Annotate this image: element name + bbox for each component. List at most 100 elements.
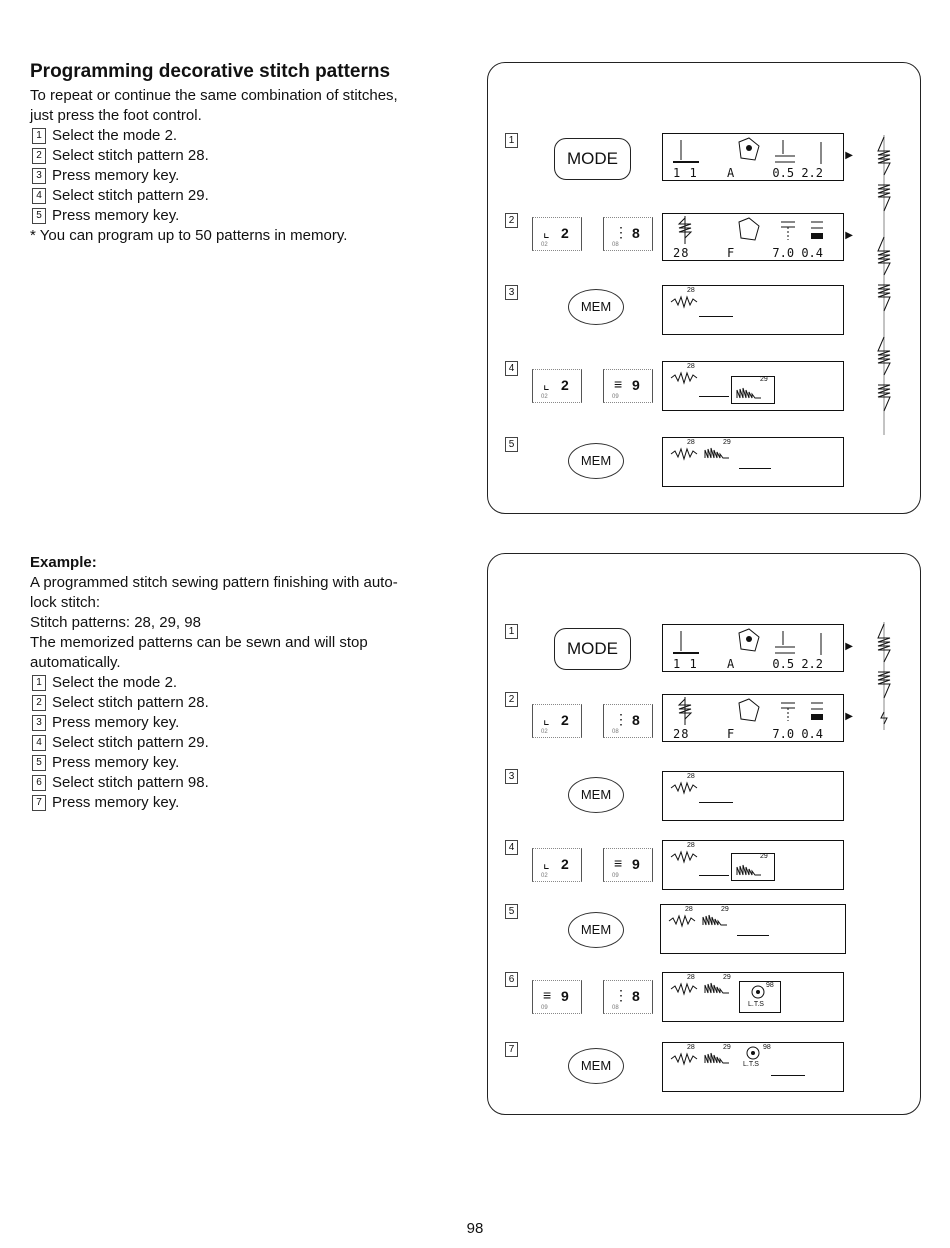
lts-label: L.T.S [748,1001,764,1008]
memory-button[interactable]: MEM [568,289,624,325]
pattern-key-9[interactable]: ≡ 9 09 [532,980,582,1014]
cursor-line [699,802,733,803]
intro-line: just press the foot control. [30,107,202,124]
key-small-label: 09 [612,873,619,879]
example-line: Stitch patterns: 28, 29, 98 [30,614,201,631]
stitch-sample-strip [877,135,891,440]
stitch-key-icon: ≡ [543,987,552,1003]
example-line: A programmed stitch sewing pattern finis… [30,574,398,591]
step-number: 4 [32,188,46,204]
stitch-key-icon: ≡ [614,376,623,392]
key-digit: 2 [561,377,569,393]
intro-line: To repeat or continue the same combinati… [30,87,398,104]
pattern-key-2[interactable]: ⌞ 2 02 [532,217,582,251]
stitch-28-icon [670,295,698,309]
step-number: 6 [32,775,46,791]
key-small-label: 08 [612,1005,619,1011]
cursor-line [699,316,733,317]
key-small-label: 09 [541,1005,548,1011]
stitch-28-icon [670,447,698,461]
stitch-28-icon [677,697,823,725]
row-number: 2 [505,692,518,707]
stitch-29-icon [736,864,761,876]
lcd-settings: 7.0 0.4 [772,246,823,260]
lcd-display: 1 1 A 0.5 2.2 ▶ [662,624,853,672]
key-small-label: 08 [612,729,619,735]
pattern-key-8[interactable]: ⋮ 8 08 [603,980,653,1014]
row-number: 3 [505,285,518,300]
step-text: Select the mode 2. [52,127,178,144]
key-small-label: 09 [612,394,619,400]
step-text: Select stitch pattern 28. [52,147,209,164]
pattern-key-2[interactable]: ⌞ 2 02 [532,704,582,738]
key-small-label: 02 [541,242,548,248]
selected-pattern-box: 98 L.T.S [739,981,781,1013]
selected-pattern-box: 29 [731,376,775,404]
memory-button[interactable]: MEM [568,443,624,479]
pattern-label: 28 [687,974,695,981]
row-number: 1 [505,133,518,148]
pattern-key-8[interactable]: ⋮ 8 08 [603,217,653,251]
section-2-text: Example: A programmed stitch sewing patt… [30,553,450,813]
lcd-mode-number: 1 1 [673,166,698,180]
lcd-settings: 7.0 0.4 [772,727,823,741]
pattern-key-2[interactable]: ⌞ 2 02 [532,848,582,882]
lcd-display: 28 29 [662,437,844,487]
step-text: Press memory key. [52,754,180,771]
cursor-line [739,468,771,469]
key-digit: 2 [561,856,569,872]
mode-button[interactable]: MODE [554,138,631,180]
stitch-key-icon: ⌞ [543,376,550,392]
step-text: Select stitch pattern 29. [52,187,209,204]
key-digit: 9 [632,856,640,872]
pattern-label: 29 [760,376,768,383]
example-line: automatically. [30,654,121,671]
step-text: Press memory key. [52,207,180,224]
arrow-right-icon: ▶ [845,230,853,241]
row-number: 2 [505,213,518,228]
stitch-key-icon: ⌞ [543,711,550,727]
cursor-line [771,1075,805,1076]
lcd-display: 28 29 [662,840,844,890]
key-digit: 9 [561,988,569,1004]
cursor-line [699,396,729,397]
pattern-key-2[interactable]: ⌞ 2 02 [532,369,582,403]
key-small-label: 02 [541,873,548,879]
row-number: 7 [505,1042,518,1057]
diagram-panel-1: 1 MODE 1 1 A 0.5 2.2 ▶ 2 ⌞ 2 02 [487,62,921,514]
section-1-text: Programming decorative stitch patterns T… [30,60,450,246]
row-number: 5 [505,437,518,452]
row-number: 1 [505,624,518,639]
memory-button[interactable]: MEM [568,912,624,948]
pattern-label: 98 [766,982,774,989]
stitch-key-icon: ≡ [614,855,623,871]
memory-button[interactable]: MEM [568,1048,624,1084]
step-text: Select stitch pattern 28. [52,694,209,711]
pattern-label: 28 [685,906,693,913]
pattern-key-8[interactable]: ⋮ 8 08 [603,704,653,738]
key-small-label: 08 [612,242,619,248]
stitch-28-icon [670,850,698,864]
lcd-foot-letter: A [727,657,736,671]
pattern-label: 98 [763,1044,771,1051]
key-digit: 2 [561,225,569,241]
stitch-28-icon [670,781,698,795]
row-number: 6 [505,972,518,987]
arrow-right-icon: ▶ [845,711,853,722]
pattern-key-9[interactable]: ≡ 9 09 [603,848,653,882]
key-small-label: 02 [541,394,548,400]
key-digit: 2 [561,712,569,728]
pattern-key-9[interactable]: ≡ 9 09 [603,369,653,403]
memory-button[interactable]: MEM [568,777,624,813]
cursor-line [737,935,769,936]
mode-button[interactable]: MODE [554,628,631,670]
step-text: Select stitch pattern 29. [52,734,209,751]
lcd-display: 28 29 98 L.T.S [662,972,844,1022]
stitch-29-icon [702,914,727,926]
